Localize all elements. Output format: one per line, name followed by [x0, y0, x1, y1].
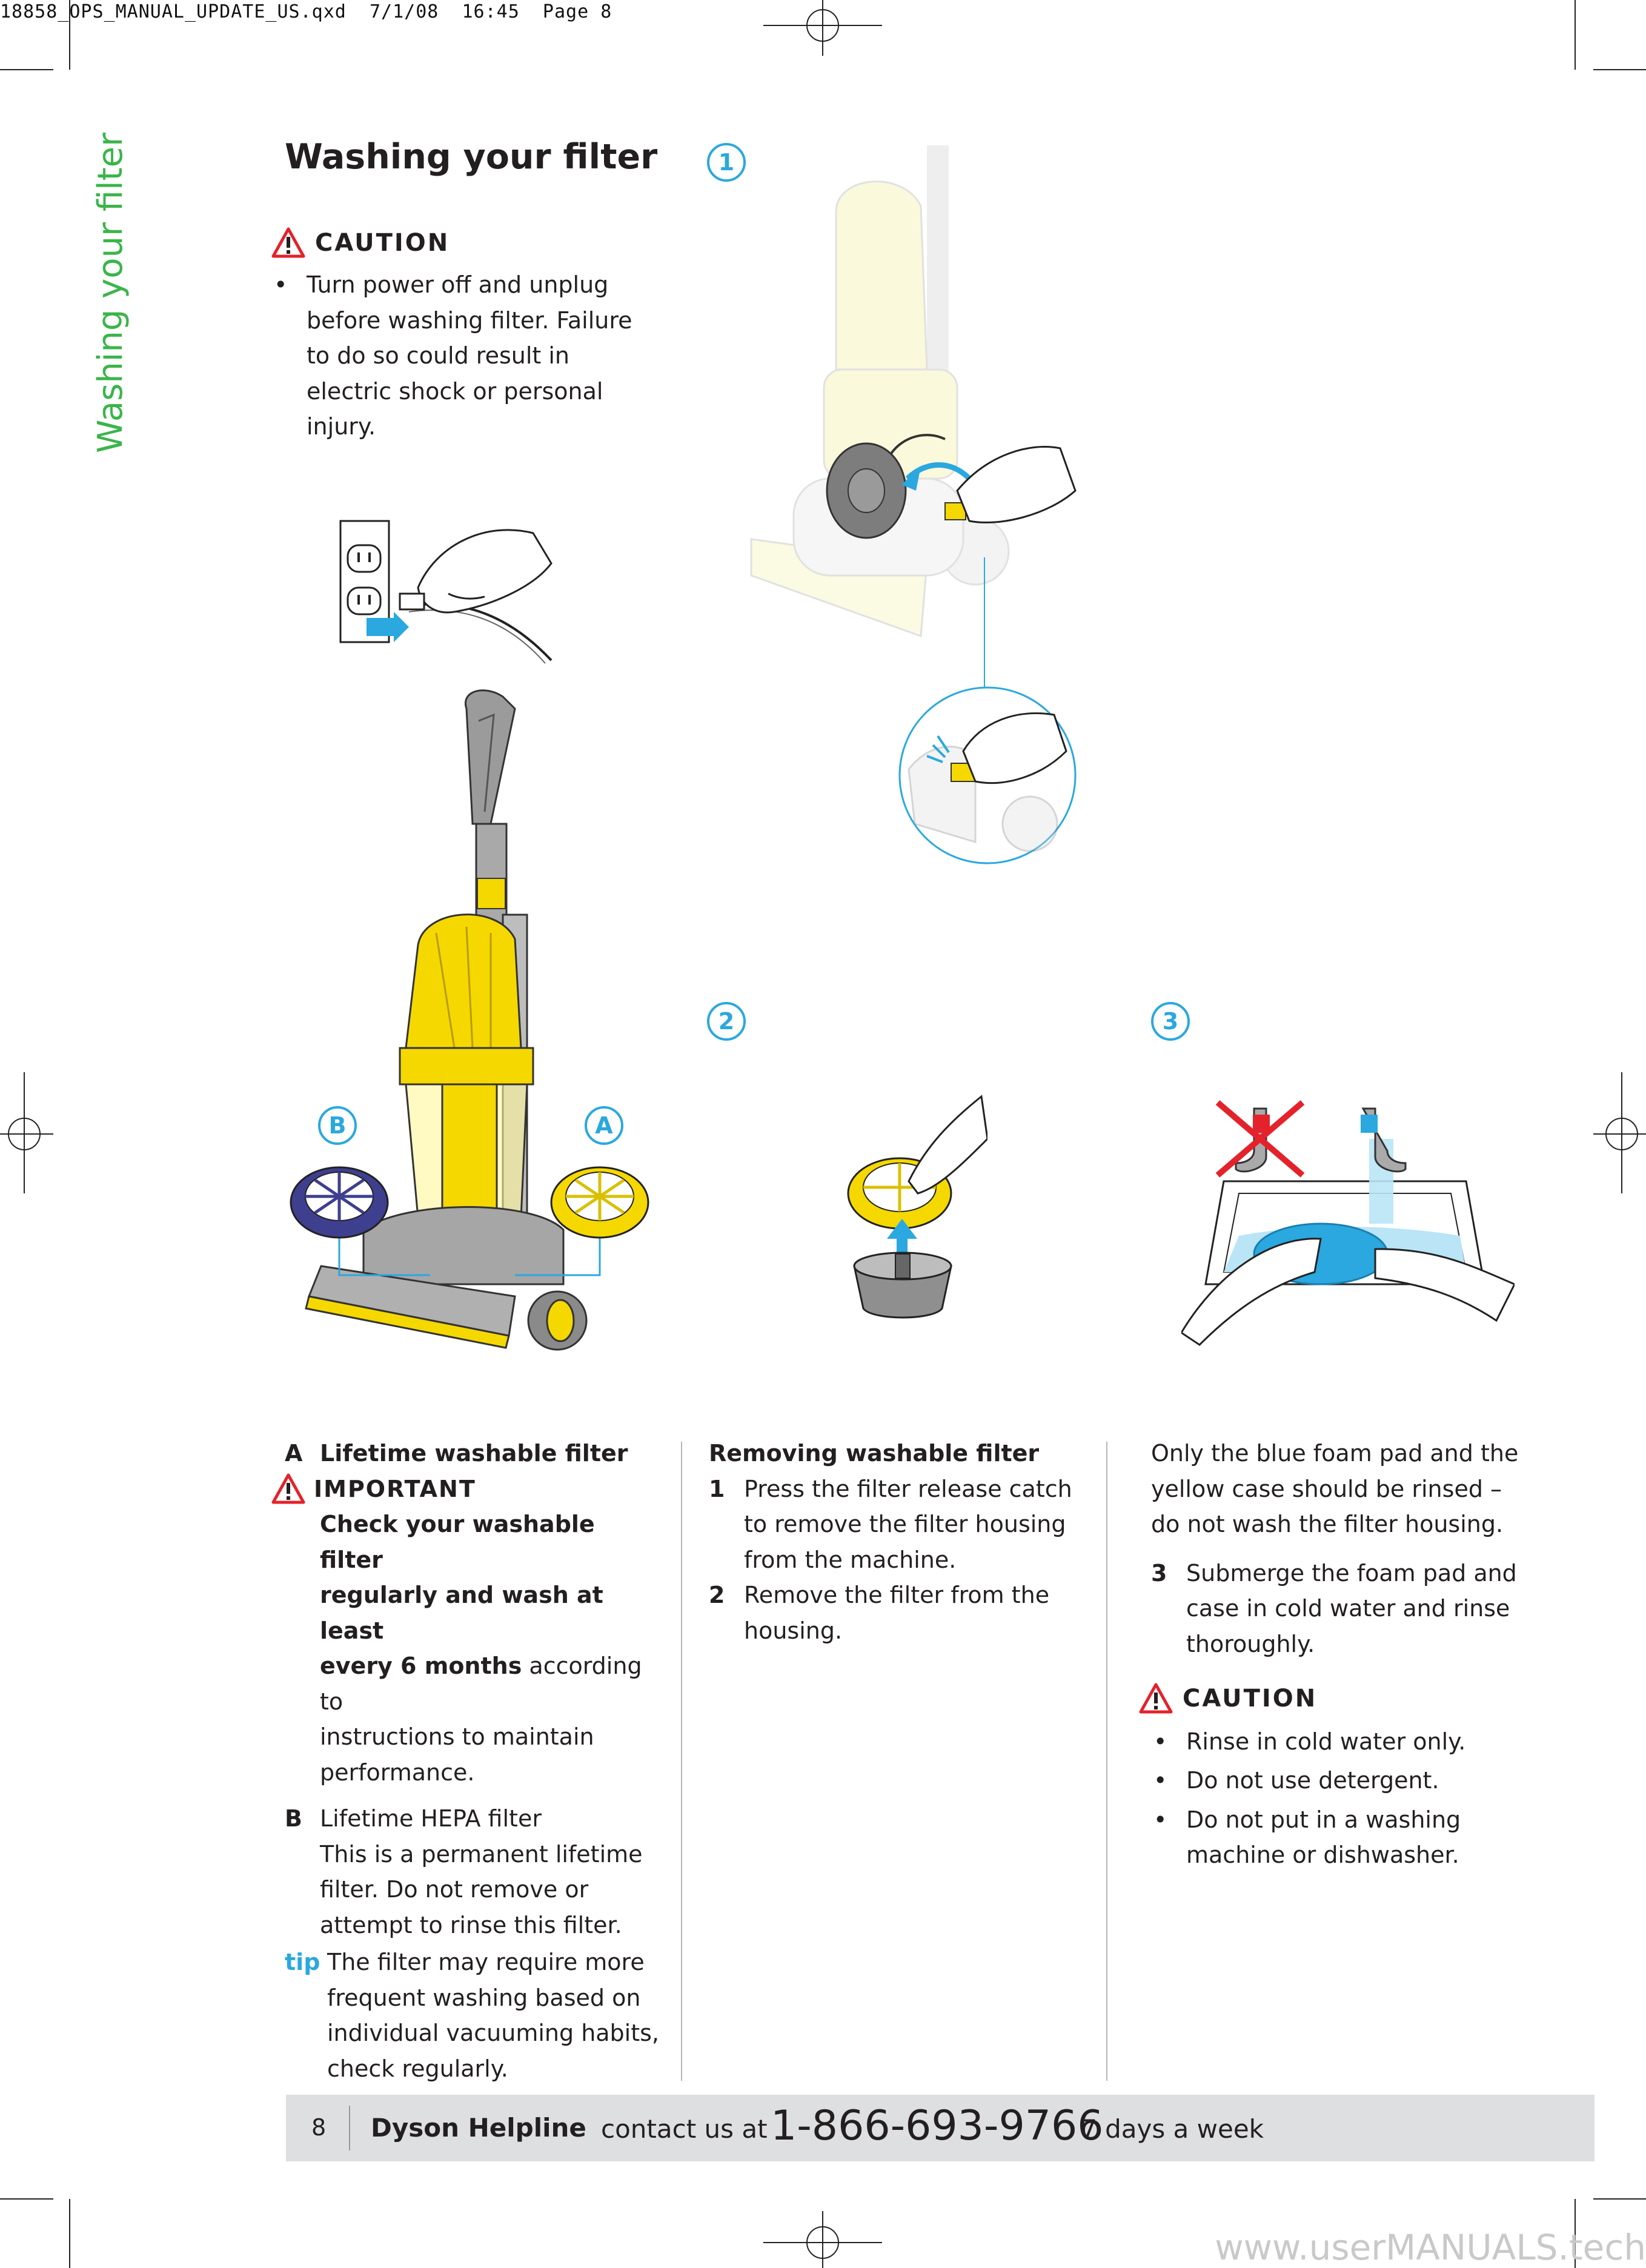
- helpline-label: Dyson Helpline: [371, 2113, 586, 2143]
- caution-line: injury.: [307, 413, 376, 440]
- step-item: 1 Press the filter release catch to remo…: [709, 1471, 1090, 1578]
- item-line: attempt to rinse this filter.: [320, 1911, 622, 1938]
- item-label: A: [285, 1440, 303, 1467]
- item-label: B: [285, 1805, 302, 1832]
- tip-line: The filter may require more: [327, 1949, 645, 1975]
- item-b: B Lifetime HEPA filter This is a permane…: [285, 1801, 660, 1943]
- intro-line: Only the blue foam pad and the: [1151, 1440, 1519, 1467]
- item-line: filter. Do not remove or: [320, 1876, 589, 1903]
- column-divider: [681, 1442, 682, 2081]
- caution-heading: CAUTION: [315, 229, 450, 257]
- bullet-dot: •: [1153, 1767, 1167, 1794]
- step-line: Remove the filter from the: [744, 1582, 1050, 1608]
- tip-line: check regularly.: [327, 2055, 508, 2082]
- caution-bullet: • Turn power off and unplug before washi…: [271, 267, 647, 445]
- bullet-line: Do not use detergent.: [1186, 1767, 1439, 1794]
- important-text: Check your washable filter regularly and…: [285, 1507, 660, 1790]
- section-title: Removing washable filter: [709, 1440, 1040, 1467]
- important-line: performance.: [320, 1759, 475, 1786]
- important-line: Check your washable filter: [320, 1511, 595, 1573]
- step-number: 3: [1151, 1559, 1167, 1587]
- column-2: Removing washable filter 1 Press the fil…: [709, 1436, 1090, 1648]
- important-line: every 6 months: [320, 1653, 522, 1679]
- footer-divider: [349, 2106, 350, 2150]
- important-row: IMPORTANT: [271, 1471, 660, 1507]
- column-1: A Lifetime washable filter IMPORTANT Che…: [271, 1436, 660, 1943]
- step-line: from the machine.: [744, 1546, 957, 1573]
- bullet-line: machine or dishwasher.: [1186, 1842, 1459, 1868]
- step-badge-2: 2: [707, 1002, 746, 1041]
- bullet-line: Do not put in a washing: [1186, 1806, 1461, 1833]
- caution-line: to do so could result in: [307, 342, 570, 369]
- step-line: to remove the filter housing: [744, 1511, 1066, 1537]
- intro-line: do not wash the filter housing.: [1151, 1511, 1504, 1537]
- caution-bullet: • Rinse in cold water only.: [1151, 1724, 1539, 1760]
- page-number: 8: [311, 2114, 327, 2141]
- item-title: Lifetime HEPA filter: [320, 1805, 542, 1832]
- bullet-line: Rinse in cold water only.: [1186, 1728, 1466, 1755]
- step-badge-1: 1: [707, 143, 746, 182]
- column-3: Only the blue foam pad and the yellow ca…: [1139, 1436, 1539, 1873]
- item-line: This is a permanent lifetime: [320, 1840, 643, 1868]
- tip-label: tip: [285, 1949, 320, 1975]
- important-line: instructions to maintain: [320, 1723, 594, 1750]
- step3-illustration: [1181, 1100, 1515, 1346]
- caution-top: CAUTION • Turn power off and unplug befo…: [271, 227, 647, 445]
- item-title: Lifetime washable filter: [320, 1440, 628, 1467]
- bullet-dot: •: [1153, 1728, 1167, 1755]
- caution-line: electric shock or personal: [307, 377, 603, 405]
- step-line: housing.: [744, 1617, 843, 1644]
- helpline-phone: 1-866-693-9766: [771, 2102, 1104, 2150]
- important-line-rest: according to: [320, 1653, 642, 1715]
- print-slug: 18858_OPS_MANUAL_UPDATE_US.qxd 7/1/08 16…: [0, 1, 612, 22]
- step1-illustration: [750, 145, 1077, 864]
- contact-label: contact us at: [601, 2114, 768, 2144]
- item-a: A Lifetime washable filter: [285, 1436, 660, 1471]
- side-title: Washing your filter: [91, 132, 130, 453]
- intro-line: yellow case should be rinsed –: [1151, 1475, 1502, 1502]
- unplug-illustration: [339, 520, 553, 664]
- caution-bullet: • Do not put in a washing machine or dis…: [1151, 1802, 1539, 1873]
- warning-icon: [271, 1473, 305, 1504]
- hours-label: 7 days a week: [1081, 2114, 1264, 2144]
- vacuum-illustration: [290, 689, 649, 1351]
- step-number: 1: [709, 1475, 725, 1502]
- tip-line: frequent washing based on: [327, 1984, 641, 2011]
- step-line: case in cold water and rinse: [1186, 1595, 1510, 1622]
- important-line: regularly and wash at least: [320, 1582, 603, 1644]
- caution-bullet: • Do not use detergent.: [1151, 1763, 1539, 1799]
- step-badge-3: 3: [1151, 1002, 1190, 1041]
- watermark: www.userMANUALS.tech: [1215, 2227, 1646, 2268]
- step-line: Submerge the foam pad and: [1186, 1559, 1517, 1587]
- callout-b: B: [318, 1106, 357, 1145]
- step-item: 2 Remove the filter from the housing.: [709, 1577, 1090, 1648]
- footer-bar: 8 Dyson Helpline contact us at 1-866-693…: [286, 2095, 1595, 2161]
- step-line: Press the filter release catch: [744, 1475, 1072, 1502]
- caution-heading: CAUTION: [1183, 1685, 1318, 1713]
- warning-icon: [271, 227, 305, 258]
- tip: tip The filter may require more frequent…: [285, 1945, 660, 2086]
- warning-icon: [1139, 1683, 1173, 1714]
- tip-line: individual vacuuming habits,: [327, 2020, 660, 2046]
- page-title: Washing your filter: [285, 137, 658, 177]
- bullet-dot: •: [1153, 1806, 1167, 1833]
- column-divider: [1106, 1442, 1107, 2081]
- step-line: thoroughly.: [1186, 1630, 1315, 1657]
- step2-illustration: [847, 1095, 987, 1319]
- bullet-dot: •: [274, 271, 288, 298]
- callout-a: A: [585, 1106, 623, 1145]
- step-number: 2: [709, 1582, 725, 1608]
- caution-line: Turn power off and unplug: [307, 271, 609, 298]
- step-item: 3 Submerge the foam pad and case in cold…: [1151, 1556, 1539, 1662]
- important-heading: IMPORTANT: [314, 1475, 476, 1502]
- caution-row: CAUTION: [1139, 1681, 1539, 1717]
- caution-line: before washing filter. Failure: [307, 307, 632, 334]
